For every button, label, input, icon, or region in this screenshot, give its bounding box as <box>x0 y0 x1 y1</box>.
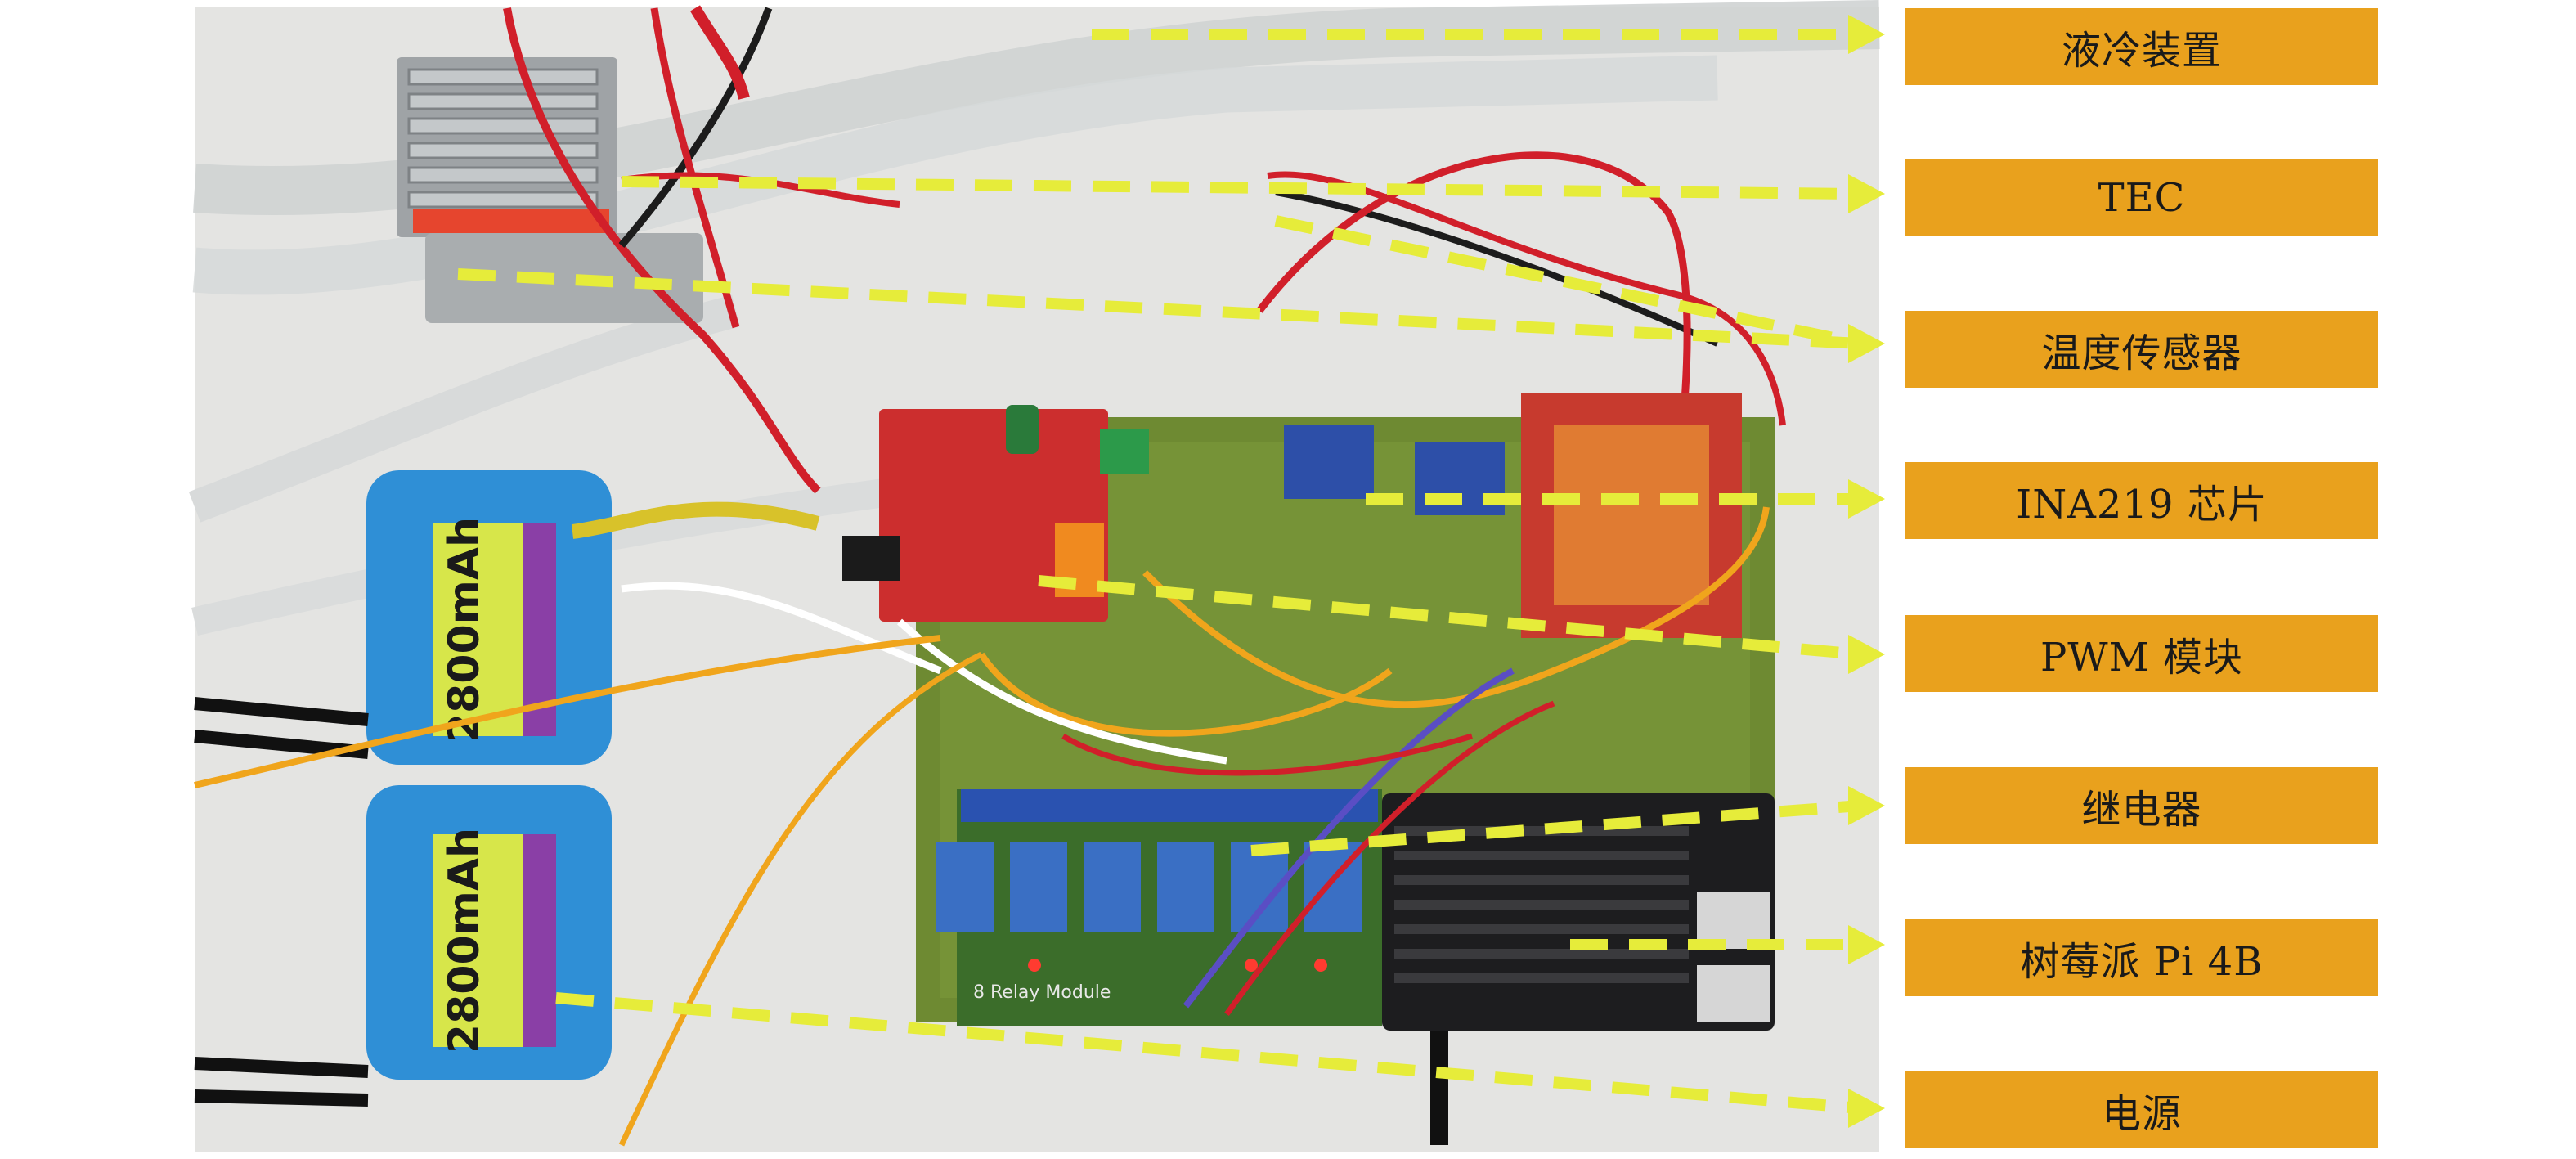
label-temp-sensor: 温度传感器 <box>1905 311 2378 388</box>
label-pwm-module: PWM 模块 <box>1905 615 2378 692</box>
coolant-tube <box>193 0 1880 216</box>
arrow-temp-sensor-b <box>1274 215 1862 349</box>
tec-heatsink <box>397 57 703 323</box>
arrow-tec <box>621 176 1861 200</box>
relay-module-text: 8 Relay Module <box>973 982 1111 1003</box>
label-ina219: INA219 芯片 <box>1905 462 2378 539</box>
label-relay: 继电器 <box>1905 767 2378 844</box>
relay-module: 8 Relay Module <box>936 789 1382 1026</box>
callout-arrows <box>457 29 1862 1114</box>
raspberry-pi-case <box>1382 793 1775 1145</box>
pwm-board <box>879 409 1108 622</box>
arrow-pwm <box>1038 575 1861 660</box>
label-tec: TEC <box>1905 159 2378 236</box>
ina219-board-a <box>1284 425 1374 499</box>
label-liquid-cooling: 液冷装置 <box>1905 8 2378 85</box>
label-raspberry-pi: 树莓派 Pi 4B <box>1905 919 2378 996</box>
battery-top <box>366 470 612 765</box>
label-power: 电源 <box>1905 1071 2378 1148</box>
battery-label-top: 2800mAh <box>440 517 489 743</box>
arrow-power <box>555 992 1861 1114</box>
battery-bottom <box>366 785 612 1080</box>
arrow-relay <box>1250 800 1861 856</box>
battery-label-bottom: 2800mAh <box>440 828 489 1053</box>
